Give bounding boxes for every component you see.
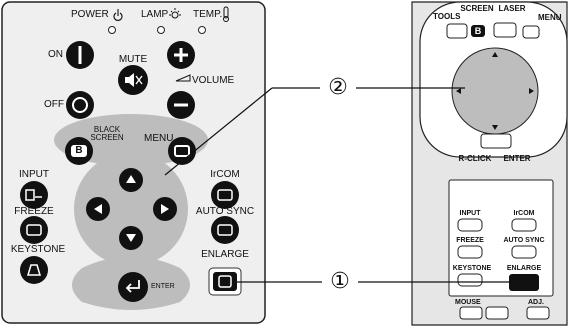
remote-rclick-enter-button[interactable] [480, 133, 512, 149]
down-arrow-icon [126, 234, 136, 242]
black-screen-label: BLACK SCREEN [90, 125, 124, 142]
remote-adj-button[interactable] [526, 306, 550, 320]
off-label: OFF [44, 99, 64, 110]
auto-sync-button[interactable] [211, 216, 239, 244]
remote-ircom-button[interactable] [511, 218, 537, 232]
remote-mouse-label: MOUSE [455, 299, 481, 306]
enlarge-icon [218, 275, 232, 288]
enlarge-button[interactable] [213, 272, 237, 291]
freeze-label: FREEZE [14, 206, 54, 217]
remote-adj-label: ADJ. [528, 299, 544, 306]
lamp-indicator [157, 26, 165, 34]
ircom-label: IrCOM [210, 169, 240, 180]
remote-enter-label: ENTER [503, 154, 531, 163]
enter-icon [125, 280, 140, 293]
remote-mouse-button[interactable] [459, 306, 483, 320]
auto-sync-label: AUTO SYNC [195, 206, 255, 217]
auto-sync-icon [217, 224, 233, 236]
off-icon [72, 97, 88, 113]
input-label: INPUT [19, 169, 49, 180]
ircom-icon [217, 189, 233, 201]
freeze-icon [26, 224, 42, 236]
remote-freeze-label: FREEZE [456, 237, 484, 244]
ircom-button[interactable] [211, 181, 239, 209]
remote-rclick-label: R-CLICK [458, 154, 492, 163]
black-screen-key: B [75, 145, 83, 156]
temp-label: TEMP. [193, 9, 223, 20]
remote-freeze-button[interactable] [457, 245, 483, 259]
power-icon [113, 9, 123, 21]
remote-auto-sync-label: AUTO SYNC [503, 237, 545, 244]
thermometer-icon [223, 6, 229, 22]
up-arrow-icon [126, 175, 136, 183]
remote-tools-button[interactable] [446, 23, 468, 39]
callout-1: ① [330, 269, 350, 294]
remote-black-screen-button[interactable] [471, 25, 485, 37]
remote-input-button[interactable] [457, 218, 483, 232]
right-arrow-icon [161, 204, 169, 214]
remote-laser-button[interactable] [493, 22, 517, 38]
remote-keystone-label: KEYSTONE [452, 265, 492, 272]
remote-mouse-pad[interactable] [451, 47, 539, 135]
remote-enlarge-label: ENLARGE [506, 265, 542, 272]
remote-black-screen-key: B [474, 26, 482, 36]
keystone-button[interactable] [20, 256, 48, 284]
remote-button-box [448, 179, 554, 297]
lamp-label: LAMP [141, 9, 169, 20]
power-label: POWER [71, 9, 109, 20]
remote-auto-sync-button[interactable] [511, 245, 537, 259]
keystone-icon [26, 264, 42, 276]
freeze-button[interactable] [20, 216, 48, 244]
enlarge-label: ENLARGE [201, 249, 249, 260]
remote-keystone-button[interactable] [457, 273, 483, 287]
mute-label: MUTE [118, 54, 148, 65]
keystone-label: KEYSTONE [10, 244, 66, 255]
direction-pad [74, 152, 188, 266]
off-button[interactable] [66, 91, 94, 119]
menu-icon [174, 145, 190, 157]
power-indicator [108, 26, 116, 34]
remote-input-label: INPUT [459, 210, 481, 217]
on-label: ON [48, 49, 63, 60]
enter-label: ENTER [151, 283, 175, 290]
remote-mouse-button-2[interactable] [485, 306, 509, 320]
remote-tools-label: TOOLS [433, 12, 461, 21]
remote-screen-label: SCREEN [460, 4, 494, 13]
remote-menu-button[interactable] [522, 25, 540, 39]
remote-menu-label: MENU [538, 13, 562, 22]
temp-indicator [198, 26, 206, 34]
mute-icon [125, 73, 143, 87]
volume-wedge-icon [175, 74, 191, 82]
remote-ircom-label: IrCOM [513, 210, 535, 217]
menu-button[interactable] [168, 137, 196, 165]
plus-icon [174, 48, 188, 62]
enter-button[interactable] [118, 272, 148, 302]
black-screen-key-bg [71, 145, 87, 157]
volume-label: VOLUME [192, 75, 235, 86]
menu-label: MENU [144, 133, 174, 144]
on-icon [78, 46, 82, 64]
remote-enlarge-button[interactable] [509, 274, 539, 291]
callout-2: ② [328, 75, 348, 100]
callout-line-2-panel [164, 87, 273, 176]
input-icon [25, 189, 42, 201]
left-arrow-icon [94, 204, 102, 214]
remote-laser-label: LASER [498, 4, 526, 13]
lamp-icon [169, 8, 181, 19]
